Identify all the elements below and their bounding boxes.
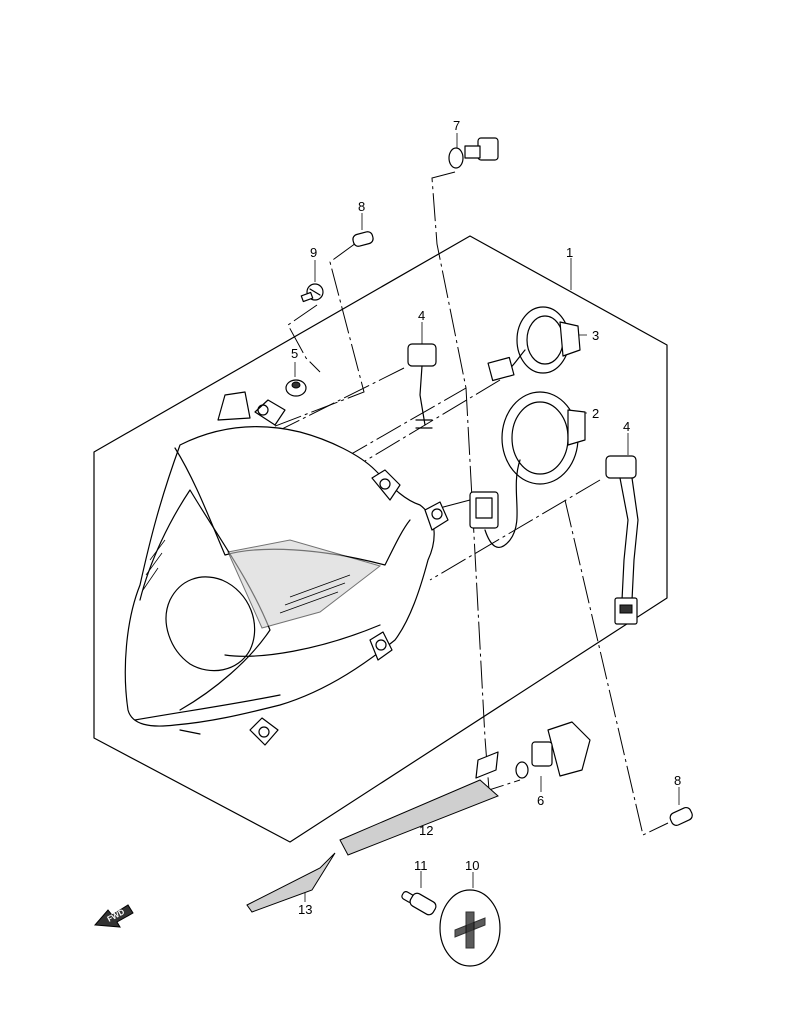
- callout-4-lower: 4: [623, 419, 630, 434]
- callout-labels: 1 2 3 4 4 5 6 7 8 8 9 10 11 12 13: [291, 118, 681, 917]
- part-8-bulb-upper: [352, 231, 374, 247]
- part-11-pin: [401, 891, 437, 916]
- callout-12: 12: [419, 823, 433, 838]
- assembly-frame: [93, 235, 668, 843]
- callout-3: 3: [592, 328, 599, 343]
- callout-4-upper: 4: [418, 308, 425, 323]
- part-7-bulb: [448, 137, 499, 169]
- callout-8-upper: 8: [358, 199, 365, 214]
- callout-5: 5: [291, 346, 298, 361]
- part-10-cap: [439, 889, 501, 967]
- part-4-socket-upper: [407, 343, 437, 429]
- callout-9: 9: [310, 245, 317, 260]
- part-6-bulb: [515, 721, 591, 779]
- part-12-trim-strip: [339, 751, 499, 856]
- part-13-side-trim: [246, 852, 336, 913]
- part-9-screw: [300, 283, 324, 303]
- callout-1: 1: [566, 245, 573, 260]
- callout-11: 11: [414, 858, 428, 873]
- part-4-socket-lower: [605, 455, 639, 625]
- part-5-grommet: [285, 379, 307, 397]
- part-3-bulb-cover: [487, 306, 581, 382]
- fwd-arrow-icon: FWD: [93, 904, 134, 928]
- callout-8-lower: 8: [674, 773, 681, 788]
- callout-10: 10: [465, 858, 479, 873]
- callout-6: 6: [537, 793, 544, 808]
- callout-7: 7: [453, 118, 460, 133]
- callout-2: 2: [592, 406, 599, 421]
- part-8-bulb-lower: [669, 806, 693, 826]
- callout-13: 13: [298, 902, 312, 917]
- part-2-socket-ring: [469, 391, 586, 548]
- headlight-housing: [124, 391, 449, 746]
